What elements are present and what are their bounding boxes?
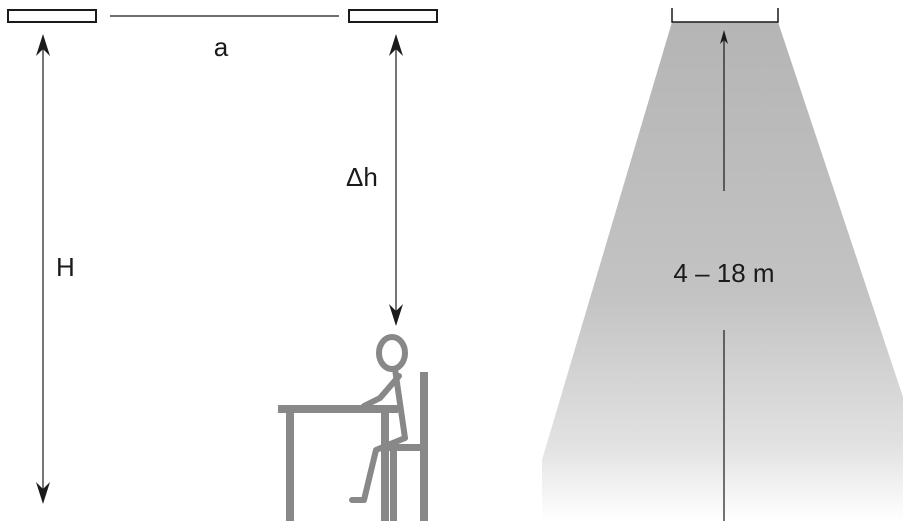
left-diagram: a H Δh <box>7 9 438 521</box>
range-label: 4 – 18 m <box>673 258 774 288</box>
desk <box>278 405 398 521</box>
luminaire-left <box>7 9 97 23</box>
mount-height-label: H <box>56 252 75 282</box>
high-bay-luminaire <box>671 8 779 23</box>
spacing-label: a <box>214 32 229 62</box>
chair <box>384 372 428 521</box>
seated-person-icon <box>349 334 408 503</box>
right-diagram: 4 – 18 m <box>542 8 903 521</box>
mount-height-arrow <box>36 34 50 504</box>
light-beam <box>542 22 903 521</box>
height-difference-label: Δh <box>346 162 378 192</box>
luminaire-right <box>348 9 438 23</box>
range-arrow <box>720 30 728 521</box>
height-difference-arrow <box>389 34 403 326</box>
